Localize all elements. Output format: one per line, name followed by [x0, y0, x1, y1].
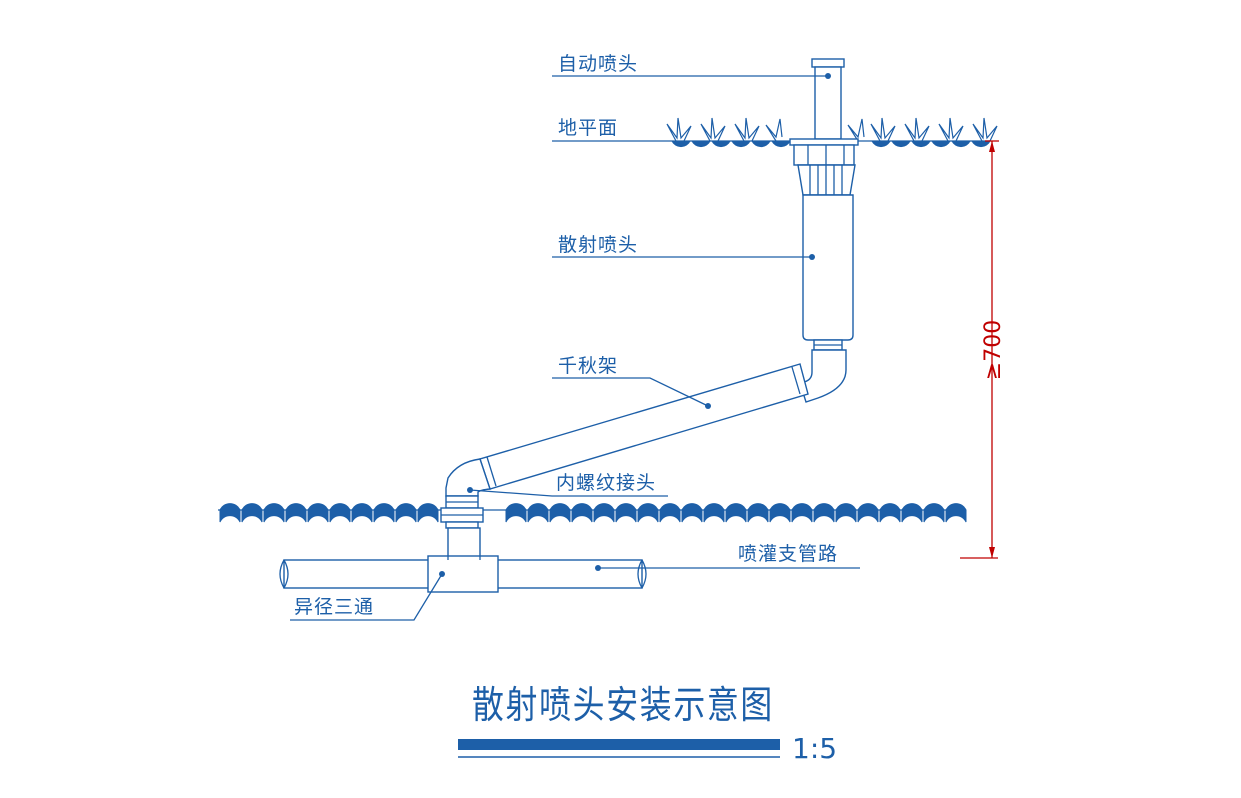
ground-surface	[666, 117, 998, 148]
soil-hatch	[659, 503, 681, 523]
grass-tuft	[847, 118, 865, 142]
grass-tuft	[870, 117, 896, 142]
soil-hatch	[681, 503, 703, 523]
label-ground-level: 地平面	[558, 117, 618, 139]
soil-hatch	[571, 503, 593, 523]
leader-auto-sprinkler: 自动喷头	[552, 53, 831, 79]
swing-joint	[445, 349, 847, 497]
soil-hatch	[329, 503, 351, 523]
label-spray-head: 散射喷头	[558, 234, 638, 256]
soil-hatch	[691, 140, 711, 148]
grass-tuft	[666, 117, 692, 142]
soil-hatch	[891, 140, 911, 148]
soil-hatch	[931, 140, 951, 148]
drawing-title: 散射喷头安装示意图	[472, 683, 774, 727]
soil-hatch	[879, 503, 901, 523]
soil-hatch	[835, 503, 857, 523]
soil-hatch	[769, 503, 791, 523]
soil-hatch	[923, 503, 945, 523]
leader-branch-pipe: 喷灌支管路	[595, 543, 860, 571]
soil-hatch	[241, 503, 263, 523]
dimension-text: ≥700	[981, 320, 1006, 380]
title-block: 散射喷头安装示意图 1:5	[458, 683, 837, 765]
soil-hatch	[219, 503, 241, 523]
grass-tuft	[938, 117, 964, 142]
title-underline-thick	[458, 739, 780, 750]
dimension-line: ≥700	[960, 140, 1006, 559]
female-thread-fitting	[440, 495, 484, 561]
leader-female-thread: 内螺纹接头	[467, 472, 668, 497]
soil-hatch	[417, 503, 439, 523]
soil-hatch	[711, 140, 731, 148]
soil-hatch	[505, 503, 527, 523]
soil-hatch	[971, 140, 991, 148]
soil-hatch	[725, 503, 747, 523]
soil-hatch	[771, 140, 791, 148]
grass-tuft	[904, 117, 930, 142]
leader-spray-head: 散射喷头	[552, 234, 815, 260]
label-swing-joint: 千秋架	[558, 355, 618, 377]
soil-hatch	[285, 503, 307, 523]
soil-hatch	[351, 503, 373, 523]
leader-swing-joint: 千秋架	[552, 355, 711, 409]
soil-hatch	[703, 503, 725, 523]
leader-ground-level: 地平面	[552, 117, 668, 142]
soil-hatch	[871, 140, 891, 148]
soil-hatch	[857, 503, 879, 523]
soil-hatch	[951, 140, 971, 148]
label-female-thread: 内螺纹接头	[556, 472, 656, 494]
soil-hatch	[731, 140, 751, 148]
label-branch-pipe: 喷灌支管路	[738, 543, 838, 565]
drawing-scale: 1:5	[792, 732, 837, 765]
reducing-tee	[427, 555, 499, 593]
leader-reducing-tee: 异径三通	[290, 571, 445, 621]
soil-hatch	[593, 503, 615, 523]
soil-hatch	[791, 503, 813, 523]
grass-tuft	[700, 117, 726, 142]
soil-hatch	[637, 503, 659, 523]
spray-head	[789, 58, 859, 351]
soil-hatch	[945, 503, 967, 523]
label-reducing-tee: 异径三通	[294, 596, 374, 618]
soil-hatch	[671, 140, 691, 148]
trench-bottom-soil	[218, 503, 967, 523]
soil-hatch	[307, 503, 329, 523]
soil-hatch	[263, 503, 285, 523]
soil-hatch	[901, 503, 923, 523]
grass-tuft	[734, 117, 760, 142]
grass-tuft	[972, 117, 998, 142]
soil-hatch	[527, 503, 549, 523]
label-auto-sprinkler: 自动喷头	[558, 53, 638, 75]
grass-tuft	[765, 118, 783, 142]
soil-hatch	[751, 140, 771, 148]
soil-hatch	[911, 140, 931, 148]
soil-hatch	[615, 503, 637, 523]
soil-hatch	[549, 503, 571, 523]
soil-hatch	[373, 503, 395, 523]
soil-hatch	[395, 503, 417, 523]
soil-hatch	[747, 503, 769, 523]
soil-hatch	[813, 503, 835, 523]
